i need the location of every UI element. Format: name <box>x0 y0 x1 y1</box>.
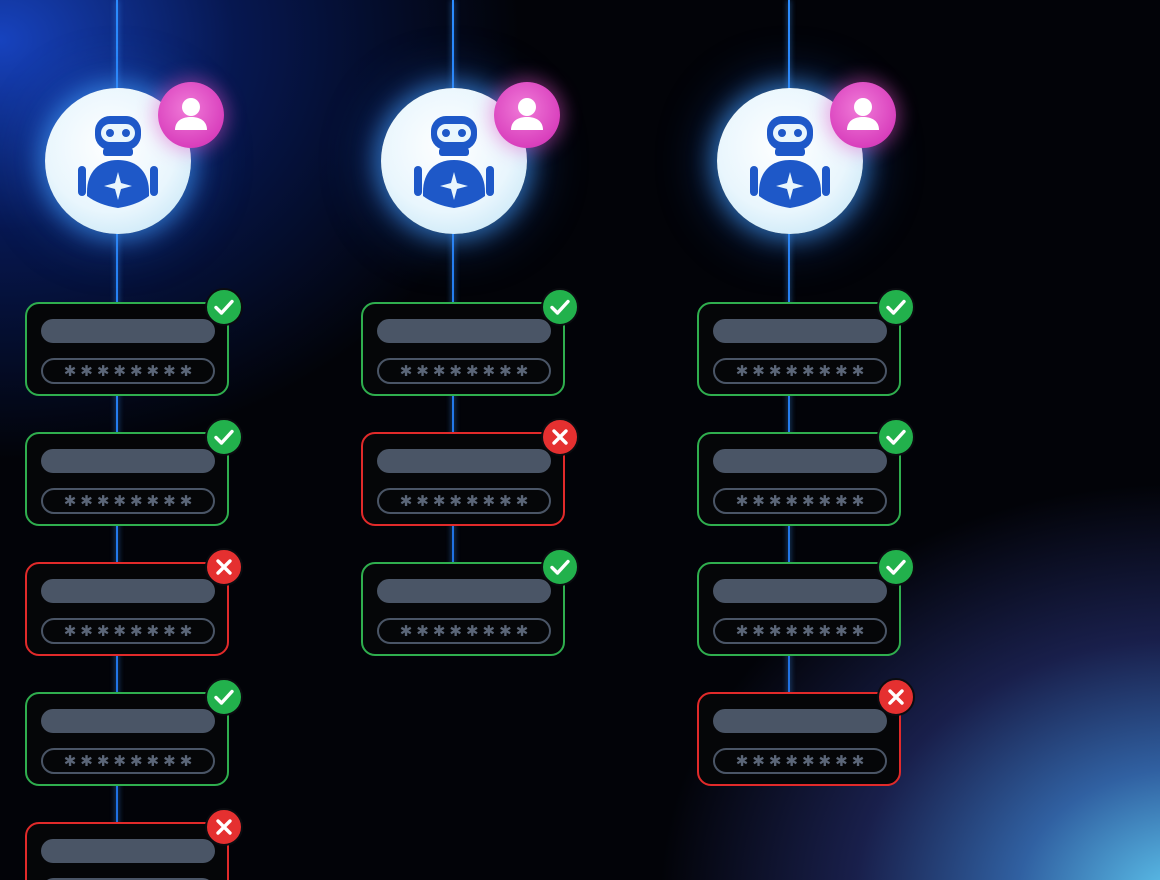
login-attempt-card: ✱✱✱✱✱✱✱✱ <box>25 808 243 880</box>
username-field <box>41 319 215 343</box>
agent-column: ✱✱✱✱✱✱✱✱ ✱✱✱✱✱✱✱✱ ✱✱✱✱✱✱✱✱ <box>336 0 596 880</box>
login-attempt-card: ✱✱✱✱✱✱✱✱ <box>697 418 915 526</box>
username-field <box>41 709 215 733</box>
password-field: ✱✱✱✱✱✱✱✱ <box>377 358 551 384</box>
username-field <box>713 449 887 473</box>
password-field: ✱✱✱✱✱✱✱✱ <box>41 618 215 644</box>
password-field: ✱✱✱✱✱✱✱✱ <box>713 748 887 774</box>
password-field: ✱✱✱✱✱✱✱✱ <box>713 488 887 514</box>
x-icon <box>877 678 915 716</box>
check-icon <box>205 418 243 456</box>
username-field <box>713 579 887 603</box>
password-field: ✱✱✱✱✱✱✱✱ <box>41 488 215 514</box>
username-field <box>377 579 551 603</box>
password-field: ✱✱✱✱✱✱✱✱ <box>377 618 551 644</box>
password-field: ✱✱✱✱✱✱✱✱ <box>41 358 215 384</box>
login-attempt-card: ✱✱✱✱✱✱✱✱ <box>25 678 243 786</box>
username-field <box>41 839 215 863</box>
check-icon <box>205 678 243 716</box>
username-field <box>41 449 215 473</box>
password-field: ✱✱✱✱✱✱✱✱ <box>41 748 215 774</box>
login-attempt-card: ✱✱✱✱✱✱✱✱ <box>697 288 915 396</box>
username-field <box>713 709 887 733</box>
username-field <box>713 319 887 343</box>
check-icon <box>541 288 579 326</box>
x-icon <box>541 418 579 456</box>
username-field <box>377 319 551 343</box>
username-field <box>41 579 215 603</box>
login-attempt-card: ✱✱✱✱✱✱✱✱ <box>697 548 915 656</box>
login-attempt-card: ✱✱✱✱✱✱✱✱ <box>361 548 579 656</box>
username-field <box>377 449 551 473</box>
check-icon <box>877 418 915 456</box>
login-attempt-card: ✱✱✱✱✱✱✱✱ <box>697 678 915 786</box>
agent-column: ✱✱✱✱✱✱✱✱ ✱✱✱✱✱✱✱✱ ✱✱✱✱✱✱✱✱ ✱✱✱✱✱✱✱✱ <box>672 0 932 880</box>
user-icon <box>830 82 896 148</box>
check-icon <box>877 288 915 326</box>
login-attempt-card: ✱✱✱✱✱✱✱✱ <box>25 418 243 526</box>
agent-column: ✱✱✱✱✱✱✱✱ ✱✱✱✱✱✱✱✱ ✱✱✱✱✱✱✱✱ ✱✱✱✱✱✱✱✱ ✱✱✱✱✱✱✱✱ <box>0 0 260 880</box>
check-icon <box>877 548 915 586</box>
user-icon <box>494 82 560 148</box>
user-icon <box>158 82 224 148</box>
password-field: ✱✱✱✱✱✱✱✱ <box>377 488 551 514</box>
check-icon <box>541 548 579 586</box>
check-icon <box>205 288 243 326</box>
x-icon <box>205 548 243 586</box>
password-field: ✱✱✱✱✱✱✱✱ <box>713 618 887 644</box>
login-attempt-card: ✱✱✱✱✱✱✱✱ <box>361 418 579 526</box>
login-attempt-card: ✱✱✱✱✱✱✱✱ <box>361 288 579 396</box>
x-icon <box>205 808 243 846</box>
login-attempt-card: ✱✱✱✱✱✱✱✱ <box>25 288 243 396</box>
login-attempt-card: ✱✱✱✱✱✱✱✱ <box>25 548 243 656</box>
password-field: ✱✱✱✱✱✱✱✱ <box>713 358 887 384</box>
